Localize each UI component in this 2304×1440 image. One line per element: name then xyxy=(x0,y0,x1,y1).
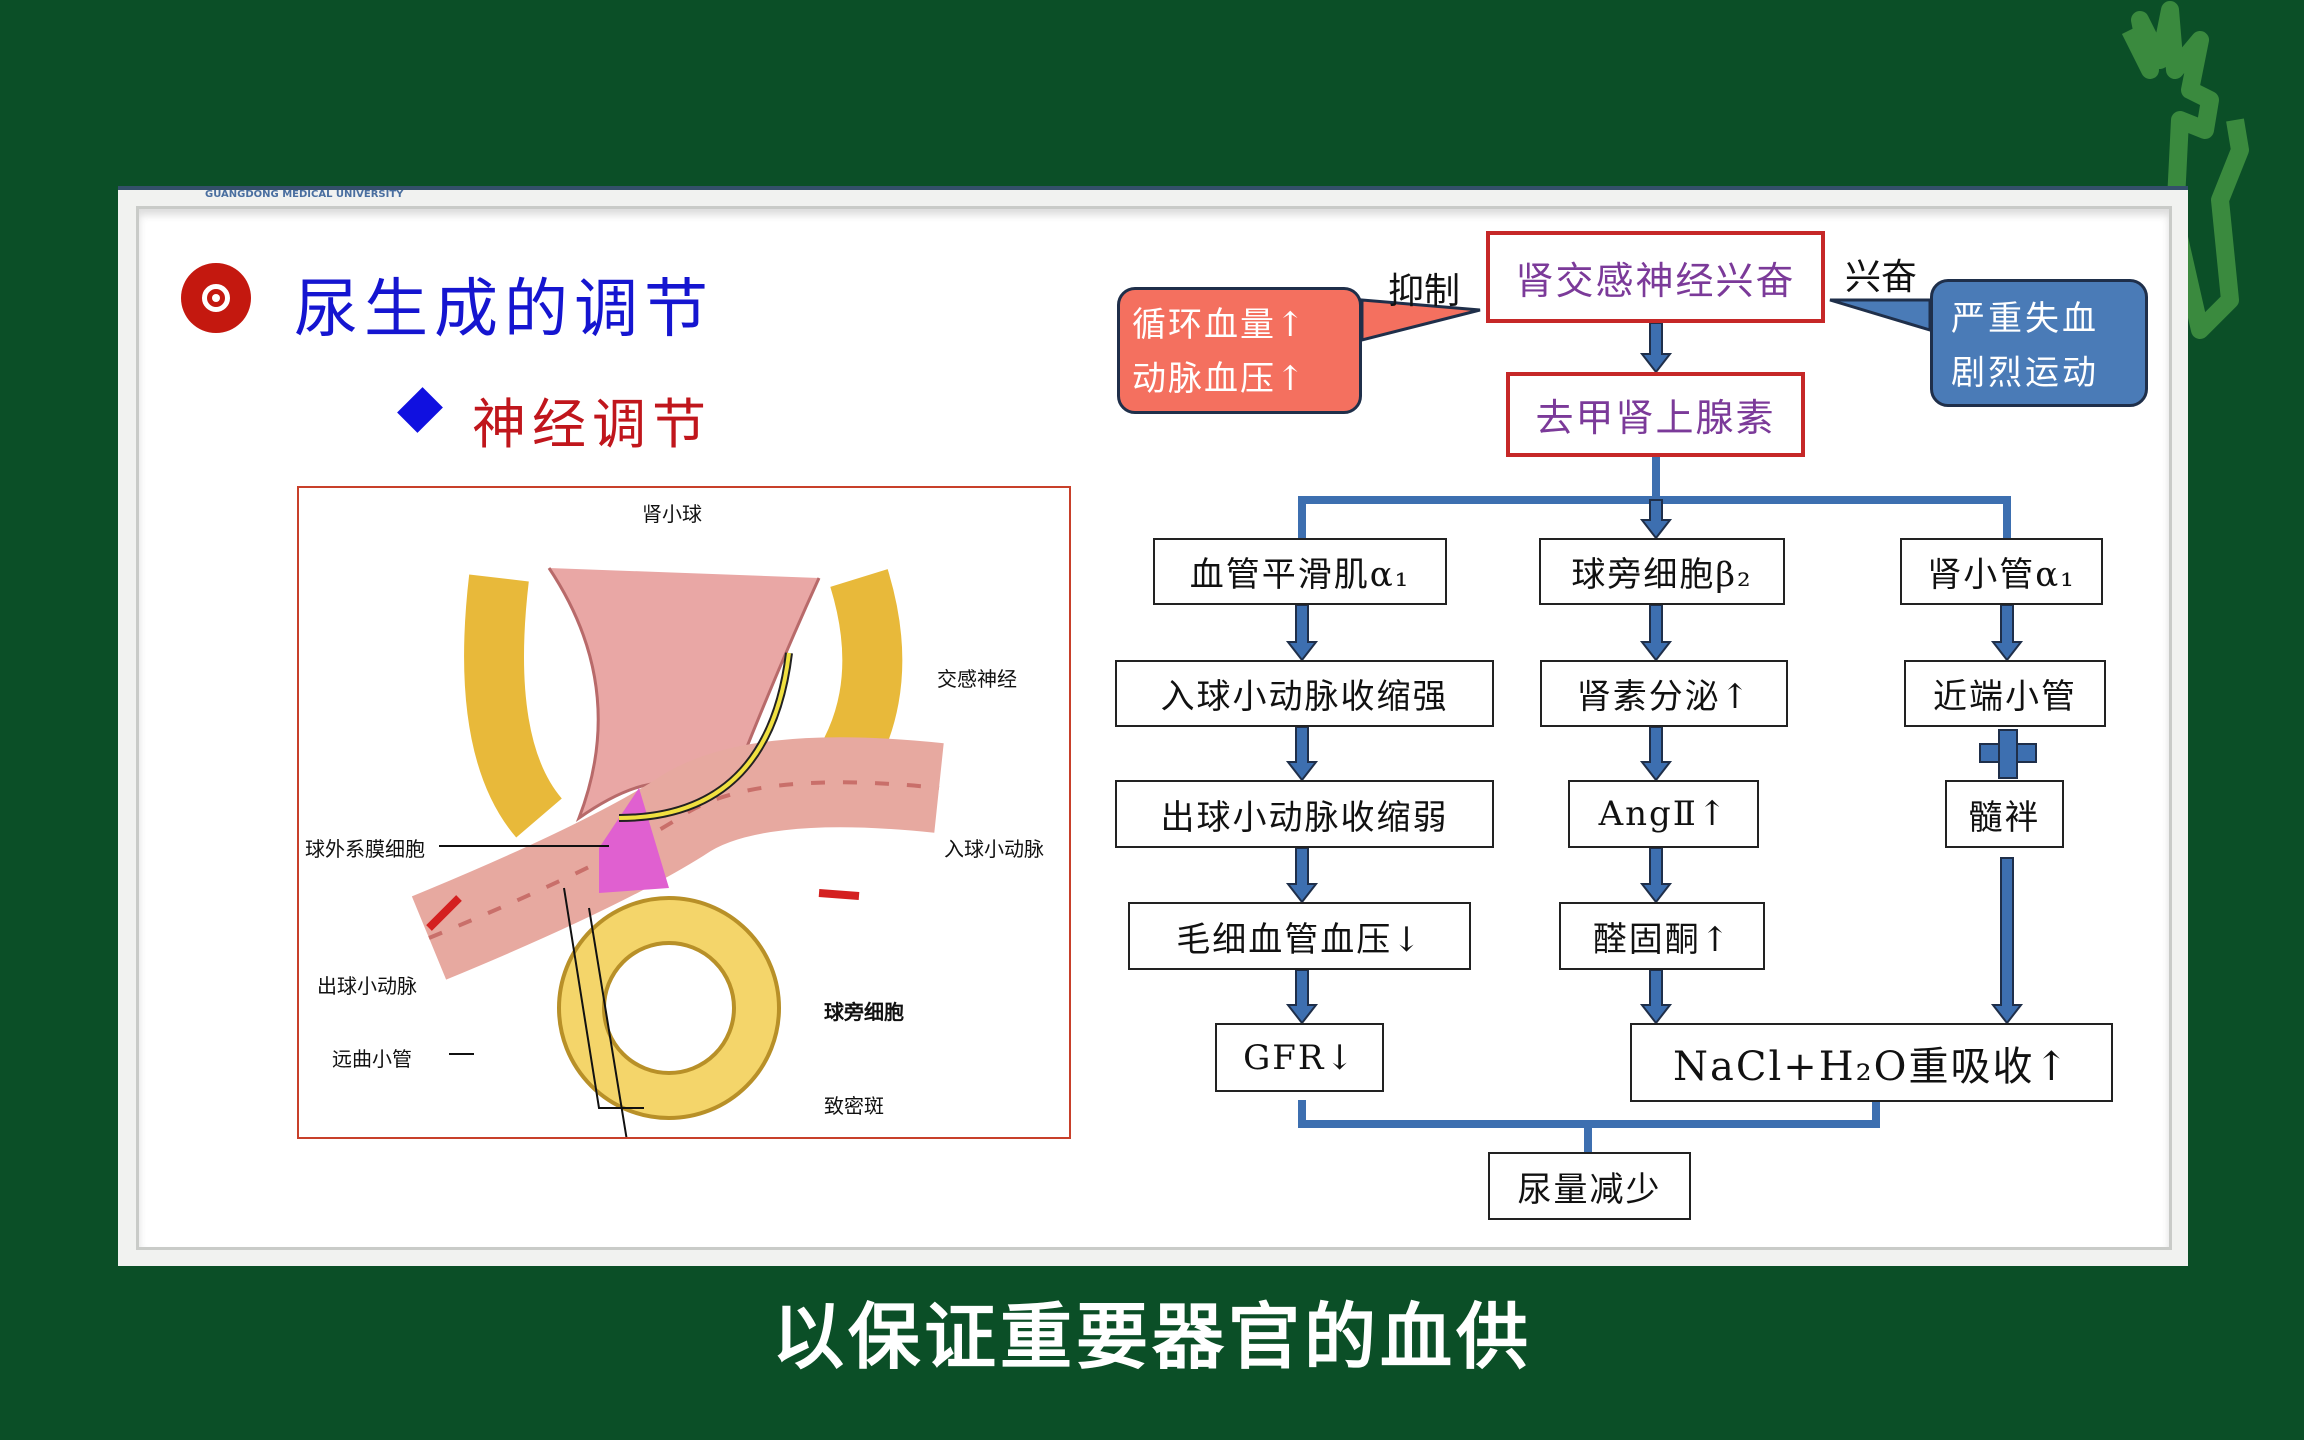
down-arrow xyxy=(1639,322,1673,374)
label-distal-tubule: 远曲小管 xyxy=(332,1047,412,1071)
down-arrow xyxy=(1285,847,1319,904)
node-angiotensin: AngⅡ↑ xyxy=(1568,780,1759,848)
node-norepinephrine: 去甲肾上腺素 xyxy=(1506,372,1805,457)
node-aldosterone: 醛固酮↑ xyxy=(1559,902,1765,970)
down-arrow xyxy=(1639,969,1673,1025)
down-arrow xyxy=(1639,604,1673,662)
callout-line: 动脉血压↑ xyxy=(1132,359,1307,399)
callout-excitatory: 严重失血 剧烈运动 xyxy=(1930,279,2148,407)
down-arrow xyxy=(1990,857,2024,1025)
section-subtitle: 神经调节 xyxy=(472,393,712,456)
label-juxtaglomerular-cell: 球旁细胞 xyxy=(824,1000,904,1024)
down-arrow xyxy=(1639,847,1673,904)
down-arrow xyxy=(1639,499,1673,540)
plus-icon xyxy=(1979,729,2037,779)
label-extraglomerular-mesangial: 球外系膜细胞 xyxy=(305,837,425,861)
node-gfr: GFR↓ xyxy=(1215,1023,1384,1092)
node-tubule-alpha1: 肾小管α₁ xyxy=(1900,538,2103,605)
node-efferent-constrict: 出球小动脉收缩弱 xyxy=(1115,780,1494,848)
label-afferent-arteriole: 入球小动脉 xyxy=(944,837,1044,861)
deer-logo xyxy=(2080,0,2280,340)
node-afferent-constrict: 入球小动脉收缩强 xyxy=(1115,660,1494,727)
callout-line: 循环血量↑ xyxy=(1132,305,1307,345)
excite-label: 兴奋 xyxy=(1845,257,1918,298)
label-glomerulus: 肾小球 xyxy=(642,502,702,526)
callout-inhibitory: 循环血量↑ 动脉血压↑ xyxy=(1117,287,1362,414)
label-sympathetic-nerve: 交感神经 xyxy=(937,667,1017,691)
callout-line: 严重失血 xyxy=(1951,299,2099,339)
node-urine-decrease: 尿量减少 xyxy=(1488,1152,1691,1220)
title-bullet-icon xyxy=(181,263,251,333)
node-renal-sympathetic: 肾交感神经兴奋 xyxy=(1486,231,1825,323)
down-arrow xyxy=(1639,726,1673,782)
down-arrow xyxy=(1285,726,1319,782)
university-name: GUANGDONG MEDICAL UNIVERSITY xyxy=(205,189,404,200)
node-loop-of-henle: 髓袢 xyxy=(1945,780,2064,848)
node-reabsorption: NaCl+H₂O重吸收↑ xyxy=(1630,1023,2113,1102)
down-arrow xyxy=(1285,604,1319,662)
node-vascular-smooth-muscle: 血管平滑肌α₁ xyxy=(1153,538,1447,605)
inhibit-label: 抑制 xyxy=(1388,271,1461,312)
page-title: 尿生成的调节 xyxy=(294,273,714,347)
node-juxtaglomerular-beta2: 球旁细胞β₂ xyxy=(1539,538,1785,605)
label-efferent-arteriole: 出球小动脉 xyxy=(317,974,417,998)
glomerulus-figure: 肾小球 交感神经 入球小动脉 球外系膜细胞 出球小动脉 远曲小管 球旁细胞 致密… xyxy=(297,486,1071,1139)
down-arrow xyxy=(1990,604,2024,662)
node-capillary-pressure: 毛细血管血压↓ xyxy=(1128,902,1471,970)
label-macula-densa: 致密斑 xyxy=(824,1094,884,1118)
node-proximal-tubule: 近端小管 xyxy=(1904,660,2106,727)
down-arrow xyxy=(1285,969,1319,1025)
callout-line: 剧烈运动 xyxy=(1951,353,2099,393)
video-caption: 以保证重要器官的血供 xyxy=(771,1295,1532,1379)
node-renin: 肾素分泌↑ xyxy=(1540,660,1788,727)
